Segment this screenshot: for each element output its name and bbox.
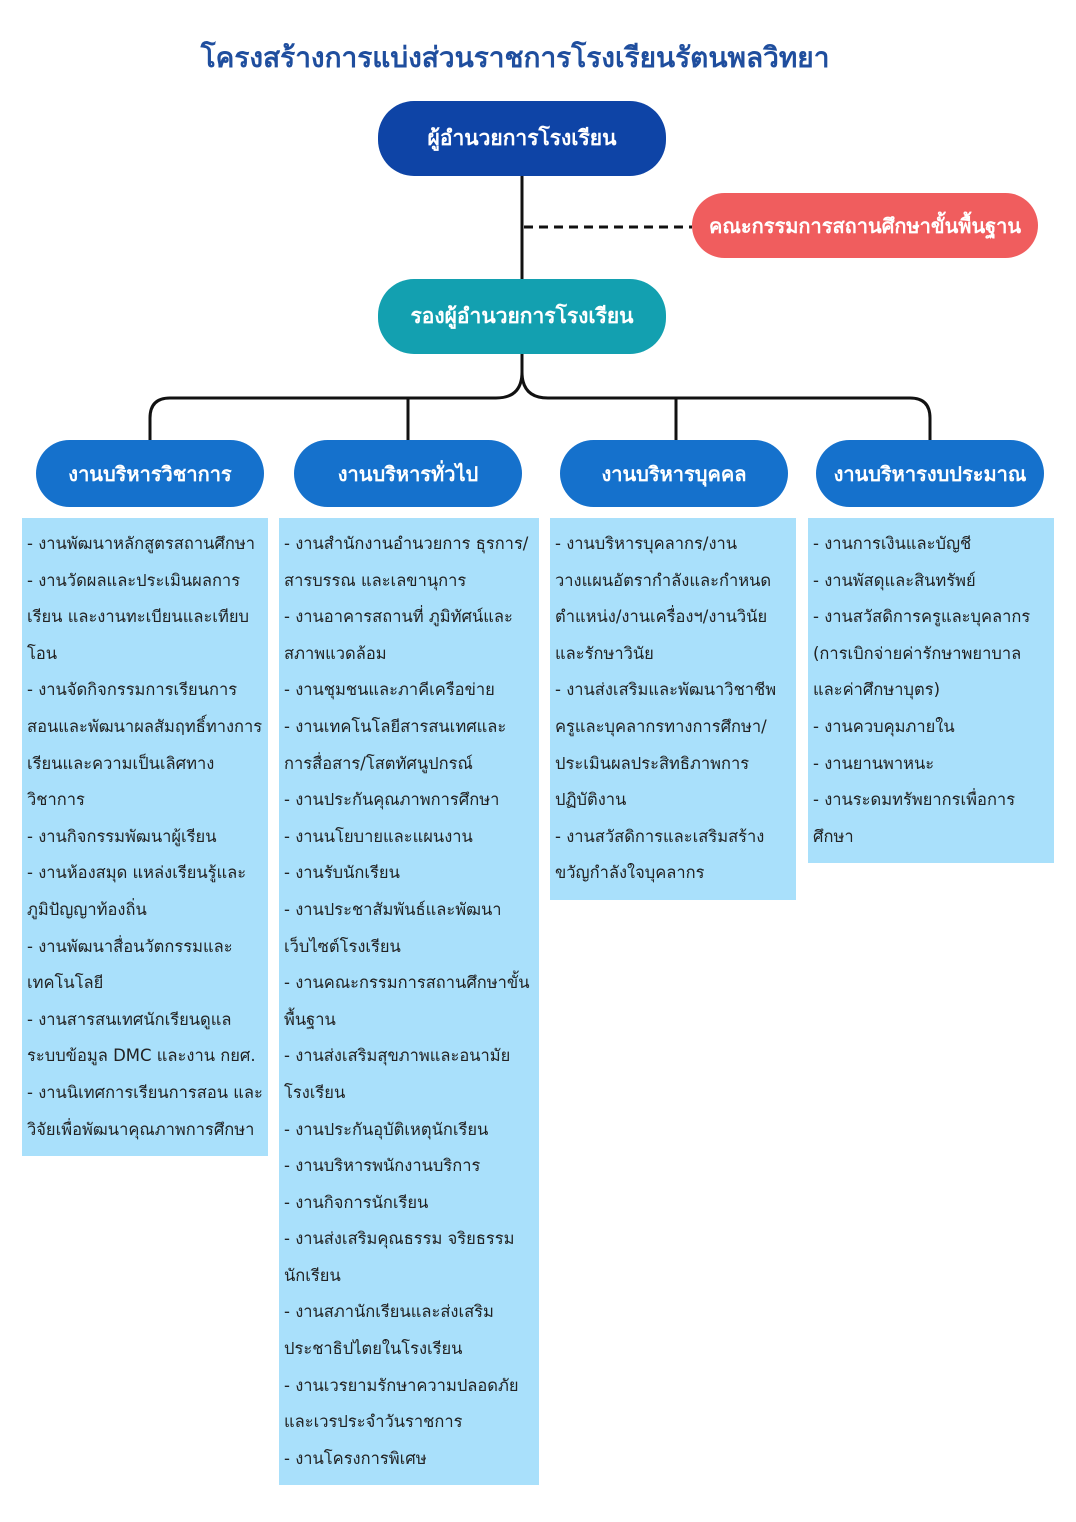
task-item: - งานควบคุมภายใน [813, 716, 955, 736]
task-item: - งานระดมทรัพยากรเพื่อการศึกษา [813, 790, 1016, 846]
task-item: - งานการเงินและบัญชี [813, 534, 972, 553]
task-item: - งานพัสดุและสินทรัพย์ [813, 570, 976, 590]
task-item: - งานบริหารพนักงานบริการ [284, 1156, 481, 1176]
task-item: - งานประกันอุบัติเหตุนักเรียน [284, 1119, 489, 1139]
task-item: - งานประชาสัมพันธ์และพัฒนาเว็บไซต์โรงเรี… [284, 899, 502, 956]
task-item: - งานส่งเสริมและพัฒนาวิชาชีพครูและบุคลาก… [555, 680, 777, 810]
task-item: - งานสำนักงานอำนวยการ ธุรการ/สารบรรณ และ… [284, 534, 529, 590]
task-item: - งานกิจการนักเรียน [284, 1192, 429, 1212]
deputy-director-node: รองผู้อำนวยการโรงเรียน [378, 279, 666, 354]
department-budget-node: งานบริหารงบประมาณ [816, 440, 1044, 507]
academic-task-list: - งานพัฒนาหลักสูตรสถานศึกษา - งานวัดผลแล… [22, 518, 268, 1157]
task-item: - งานนิเทศการเรียนการสอน และวิจัยเพื่อพั… [27, 1082, 263, 1139]
task-item: - งานส่งเสริมคุณธรรม จริยธรรมนักเรียน [284, 1229, 515, 1285]
task-item: - งานยานพาหนะ [813, 753, 935, 773]
task-item: - งานบริหารบุคลากร/งานวางแผนอัตรากำลังแล… [555, 534, 772, 663]
task-item: - งานชุมชนและภาคีเครือข่าย [284, 680, 495, 700]
task-item: - งานโครงการพิเศษ [284, 1448, 427, 1468]
task-item: - งานสภานักเรียนและส่งเสริมประชาธิปไตยใน… [284, 1302, 494, 1359]
task-item: - งานสารสนเทศนักเรียนดูแลระบบข้อมูล DMC … [27, 1009, 256, 1066]
personnel-task-list: - งานบริหารบุคลากร/งานวางแผนอัตรากำลังแล… [550, 518, 796, 900]
department-general-node: งานบริหารทั่วไป [294, 440, 522, 507]
task-item: - งานคณะกรรมการสถานศึกษาขั้นพื้นฐาน [284, 973, 530, 1029]
budget-task-list: - งานการเงินและบัญชี - งานพัสดุและสินทรั… [808, 518, 1054, 864]
page-title: โครงสร้างการแบ่งส่วนราชการโรงเรียนรัตนพล… [200, 41, 830, 74]
task-item: - งานเทคโนโลยีสารสนเทศและการสื่อสาร/โสตท… [284, 716, 507, 773]
department-academic-node: งานบริหารวิชาการ [36, 440, 264, 507]
board-node: คณะกรรมการสถานศึกษาขั้นพื้นฐาน [692, 193, 1038, 258]
task-item: - งานสวัสดิการครูและบุคลากร (การเบิกจ่าย… [813, 607, 1031, 700]
task-item: - งานห้องสมุด แหล่งเรียนรู้และภูมิปัญญาท… [27, 863, 247, 919]
task-item: - งานพัฒนาสื่อนวัตกรรมและเทคโนโลยี [27, 936, 233, 993]
task-item: - งานประกันคุณภาพการศึกษา [284, 790, 500, 810]
task-item: - งานจัดกิจกรรมการเรียนการสอนและพัฒนาผลส… [27, 680, 263, 810]
task-item: - งานกิจกรรมพัฒนาผู้เรียน [27, 826, 217, 846]
task-item: - งานส่งเสริมสุขภาพและอนามัยโรงเรียน [284, 1046, 511, 1102]
task-item: - งานรับนักเรียน [284, 863, 400, 883]
task-item: - งานเวรยามรักษาความปลอดภัยและเวรประจำวั… [284, 1375, 519, 1432]
director-node: ผู้อำนวยการโรงเรียน [378, 101, 666, 176]
department-bracket [148, 354, 932, 440]
task-item: - งานนโยบายและแผนงาน [284, 826, 473, 846]
general-task-list: - งานสำนักงานอำนวยการ ธุรการ/สารบรรณ และ… [279, 518, 539, 1486]
task-item: - งานอาคารสถานที่ ภูมิทัศน์และสภาพแวดล้อ… [284, 607, 513, 663]
task-item: - งานพัฒนาหลักสูตรสถานศึกษา [27, 534, 255, 553]
task-item: - งานสวัสดิการและเสริมสร้างขวัญกำลังใจบุ… [555, 826, 765, 883]
department-personnel-node: งานบริหารบุคคล [560, 440, 788, 507]
task-item: - งานวัดผลและประเมินผลการเรียน และงานทะเ… [27, 570, 249, 663]
